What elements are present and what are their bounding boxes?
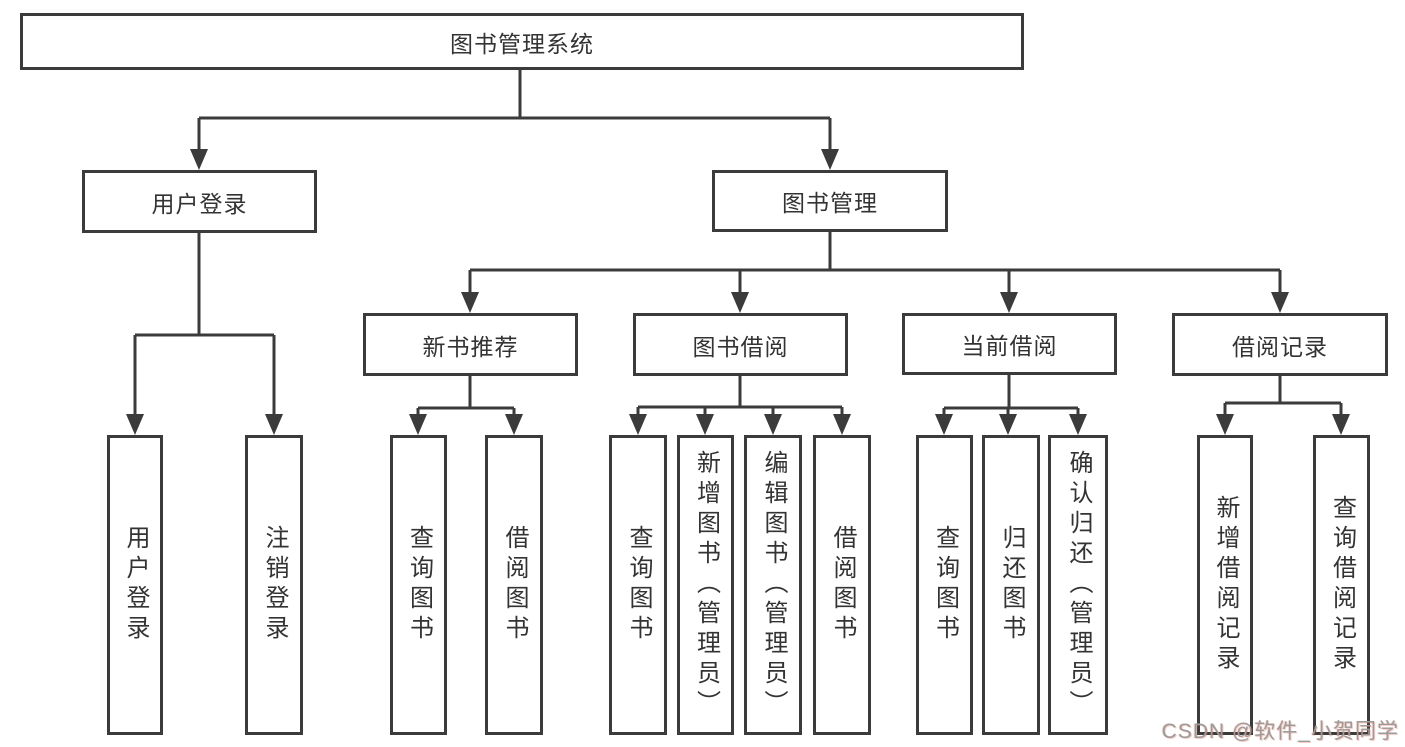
leaf-query-books-current-label: 查询图书 (931, 525, 959, 645)
leaf-logout-label: 注销登录 (261, 525, 288, 645)
arrowhead (1216, 414, 1234, 435)
leaf-query-books-borrowing-label: 查询图书 (625, 525, 652, 645)
leaf-query-borrow-record-label: 查询借阅记录 (1328, 495, 1356, 675)
leaf-edit-book-admin: 编辑图书（管理员） (744, 435, 802, 735)
node-book-management-label: 图书管理 (782, 190, 878, 216)
leaf-return-books-label: 归还图书 (998, 525, 1025, 645)
leaf-add-book-admin-label: 新增图书（管理员） (692, 450, 720, 720)
leaf-logout: 注销登录 (245, 435, 303, 735)
leaf-borrow-books-recommend: 借阅图书 (485, 435, 543, 735)
leaf-user-login: 用户登录 (107, 435, 163, 735)
arrowhead (265, 414, 283, 435)
arrowhead (696, 414, 714, 435)
connector-book-borrowing (636, 376, 844, 416)
node-book-borrowing: 图书借阅 (633, 313, 848, 376)
arrowhead (1332, 414, 1350, 435)
connector-root (197, 70, 832, 150)
leaf-confirm-return-admin: 确认归还（管理员） (1048, 435, 1108, 735)
leaf-query-books-recommend-label: 查询图书 (405, 525, 433, 645)
node-current-borrowing: 当前借阅 (902, 313, 1117, 375)
node-borrowing-records-label: 借阅记录 (1232, 333, 1328, 360)
connector-borrowing-records (1223, 376, 1343, 416)
arrowhead (409, 414, 427, 435)
arrowhead (1069, 414, 1087, 435)
leaf-query-books-borrowing: 查询图书 (609, 435, 667, 735)
leaf-query-books-current: 查询图书 (916, 435, 973, 735)
arrowhead (999, 414, 1017, 435)
leaf-borrow-books-recommend-label: 借阅图书 (501, 525, 528, 645)
leaf-add-book-admin: 新增图书（管理员） (677, 435, 734, 735)
arrowhead (1000, 292, 1018, 313)
arrowhead (126, 414, 144, 435)
connector-user-login (133, 233, 276, 416)
node-root: 图书管理系统 (20, 13, 1024, 70)
arrowhead (935, 414, 953, 435)
leaf-edit-book-admin-label: 编辑图书（管理员） (760, 450, 787, 720)
leaf-borrow-books-label: 借阅图书 (829, 525, 856, 645)
node-current-borrowing-label: 当前借阅 (961, 333, 1058, 359)
leaf-borrow-books: 借阅图书 (813, 435, 871, 735)
arrowhead (1271, 292, 1289, 313)
leaf-return-books: 归还图书 (982, 435, 1040, 735)
node-new-book-recommendation: 新书推荐 (363, 313, 578, 376)
connector-current-borrowing (942, 375, 1080, 416)
arrowhead (821, 149, 839, 170)
node-borrowing-records: 借阅记录 (1172, 313, 1388, 376)
arrowhead (764, 414, 782, 435)
connector-new-book (416, 376, 516, 416)
leaf-user-login-label: 用户登录 (122, 525, 149, 645)
leaf-add-borrow-record: 新增借阅记录 (1197, 435, 1253, 735)
leaf-confirm-return-admin-label: 确认归还（管理员） (1065, 450, 1092, 720)
node-root-label: 图书管理系统 (450, 30, 594, 57)
node-new-book-recommendation-label: 新书推荐 (422, 333, 519, 360)
leaf-query-books-recommend: 查询图书 (390, 435, 447, 735)
node-book-management: 图书管理 (712, 170, 948, 232)
node-user-login: 用户登录 (82, 170, 317, 233)
arrowhead (505, 414, 523, 435)
arrowhead (190, 149, 208, 170)
leaf-add-borrow-record-label: 新增借阅记录 (1212, 495, 1239, 675)
node-user-login-label: 用户登录 (151, 190, 248, 217)
arrowhead (629, 414, 647, 435)
arrowhead (461, 292, 479, 313)
connector-book-management (468, 232, 1282, 294)
arrowhead (833, 414, 851, 435)
leaf-query-borrow-record: 查询借阅记录 (1313, 435, 1370, 735)
arrowhead (731, 292, 749, 313)
watermark: CSDN @软件_小贺同学 (1161, 720, 1399, 743)
node-book-borrowing-label: 图书借阅 (692, 333, 789, 360)
